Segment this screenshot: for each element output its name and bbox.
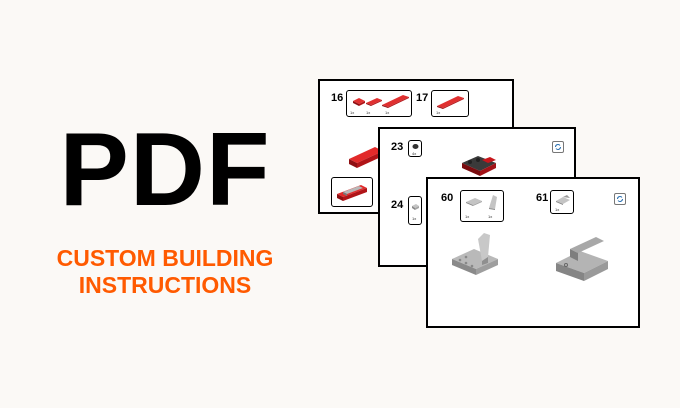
rotate-arrows-icon <box>617 196 623 202</box>
rotate-model-icon <box>614 193 626 205</box>
step-number: 17 <box>416 92 429 104</box>
parts-callout: 1x <box>408 196 422 225</box>
step-number: 23 <box>391 141 404 153</box>
black-round-tile-icon <box>412 144 419 149</box>
sub-assembly-callout <box>331 177 373 207</box>
step-number: 60 <box>441 192 454 204</box>
red-long-plate-icon <box>382 95 409 108</box>
gray-wedge-plate-icon <box>489 195 497 210</box>
gray-brick-icon <box>412 204 419 210</box>
gray-assembly-step-60-illustration <box>452 233 498 275</box>
red-plate-icon <box>366 98 382 106</box>
dark-assembly-illustration <box>462 156 496 176</box>
rotate-arrows-icon <box>555 144 561 150</box>
rotate-model-icon <box>552 141 564 153</box>
red-brick-small-icon <box>353 98 365 106</box>
step-number: 61 <box>536 192 549 204</box>
parts-callout: 1x 1x <box>460 190 504 222</box>
hero-subtitle-line-2: INSTRUCTIONS <box>78 272 252 298</box>
parts-callout: 1x <box>550 190 574 214</box>
part-quantity: 1x <box>350 110 355 115</box>
gray-slope-icon <box>556 195 570 205</box>
red-assembly-illustration <box>349 147 383 168</box>
part-quantity: 1x <box>488 214 493 219</box>
part-quantity: 1x <box>555 207 560 212</box>
part-quantity: 1x <box>412 216 417 221</box>
hero-subtitle: CUSTOM BUILDING INSTRUCTIONS <box>25 245 305 299</box>
hero-title: PDF <box>59 112 271 228</box>
instruction-page-3: 60 1x 1x 61 1x <box>426 177 640 328</box>
parts-callout: 1x <box>431 90 469 117</box>
part-quantity: 1x <box>436 110 441 115</box>
parts-callout: 4x <box>408 140 422 157</box>
step-number: 16 <box>331 92 344 104</box>
hero-subtitle-line-1: CUSTOM BUILDING <box>56 245 274 271</box>
part-quantity: 1x <box>366 110 371 115</box>
step-number: 24 <box>391 199 404 211</box>
part-quantity: 1x <box>465 214 470 219</box>
red-long-plate-icon <box>437 96 464 109</box>
gray-assembly-step-61-illustration <box>556 237 608 281</box>
parts-callout: 1x 1x 1x <box>346 90 412 117</box>
part-quantity: 1x <box>385 110 390 115</box>
sub-assembly-illustration <box>337 185 367 201</box>
part-quantity: 4x <box>412 151 417 156</box>
gray-plate-icon <box>466 198 482 206</box>
